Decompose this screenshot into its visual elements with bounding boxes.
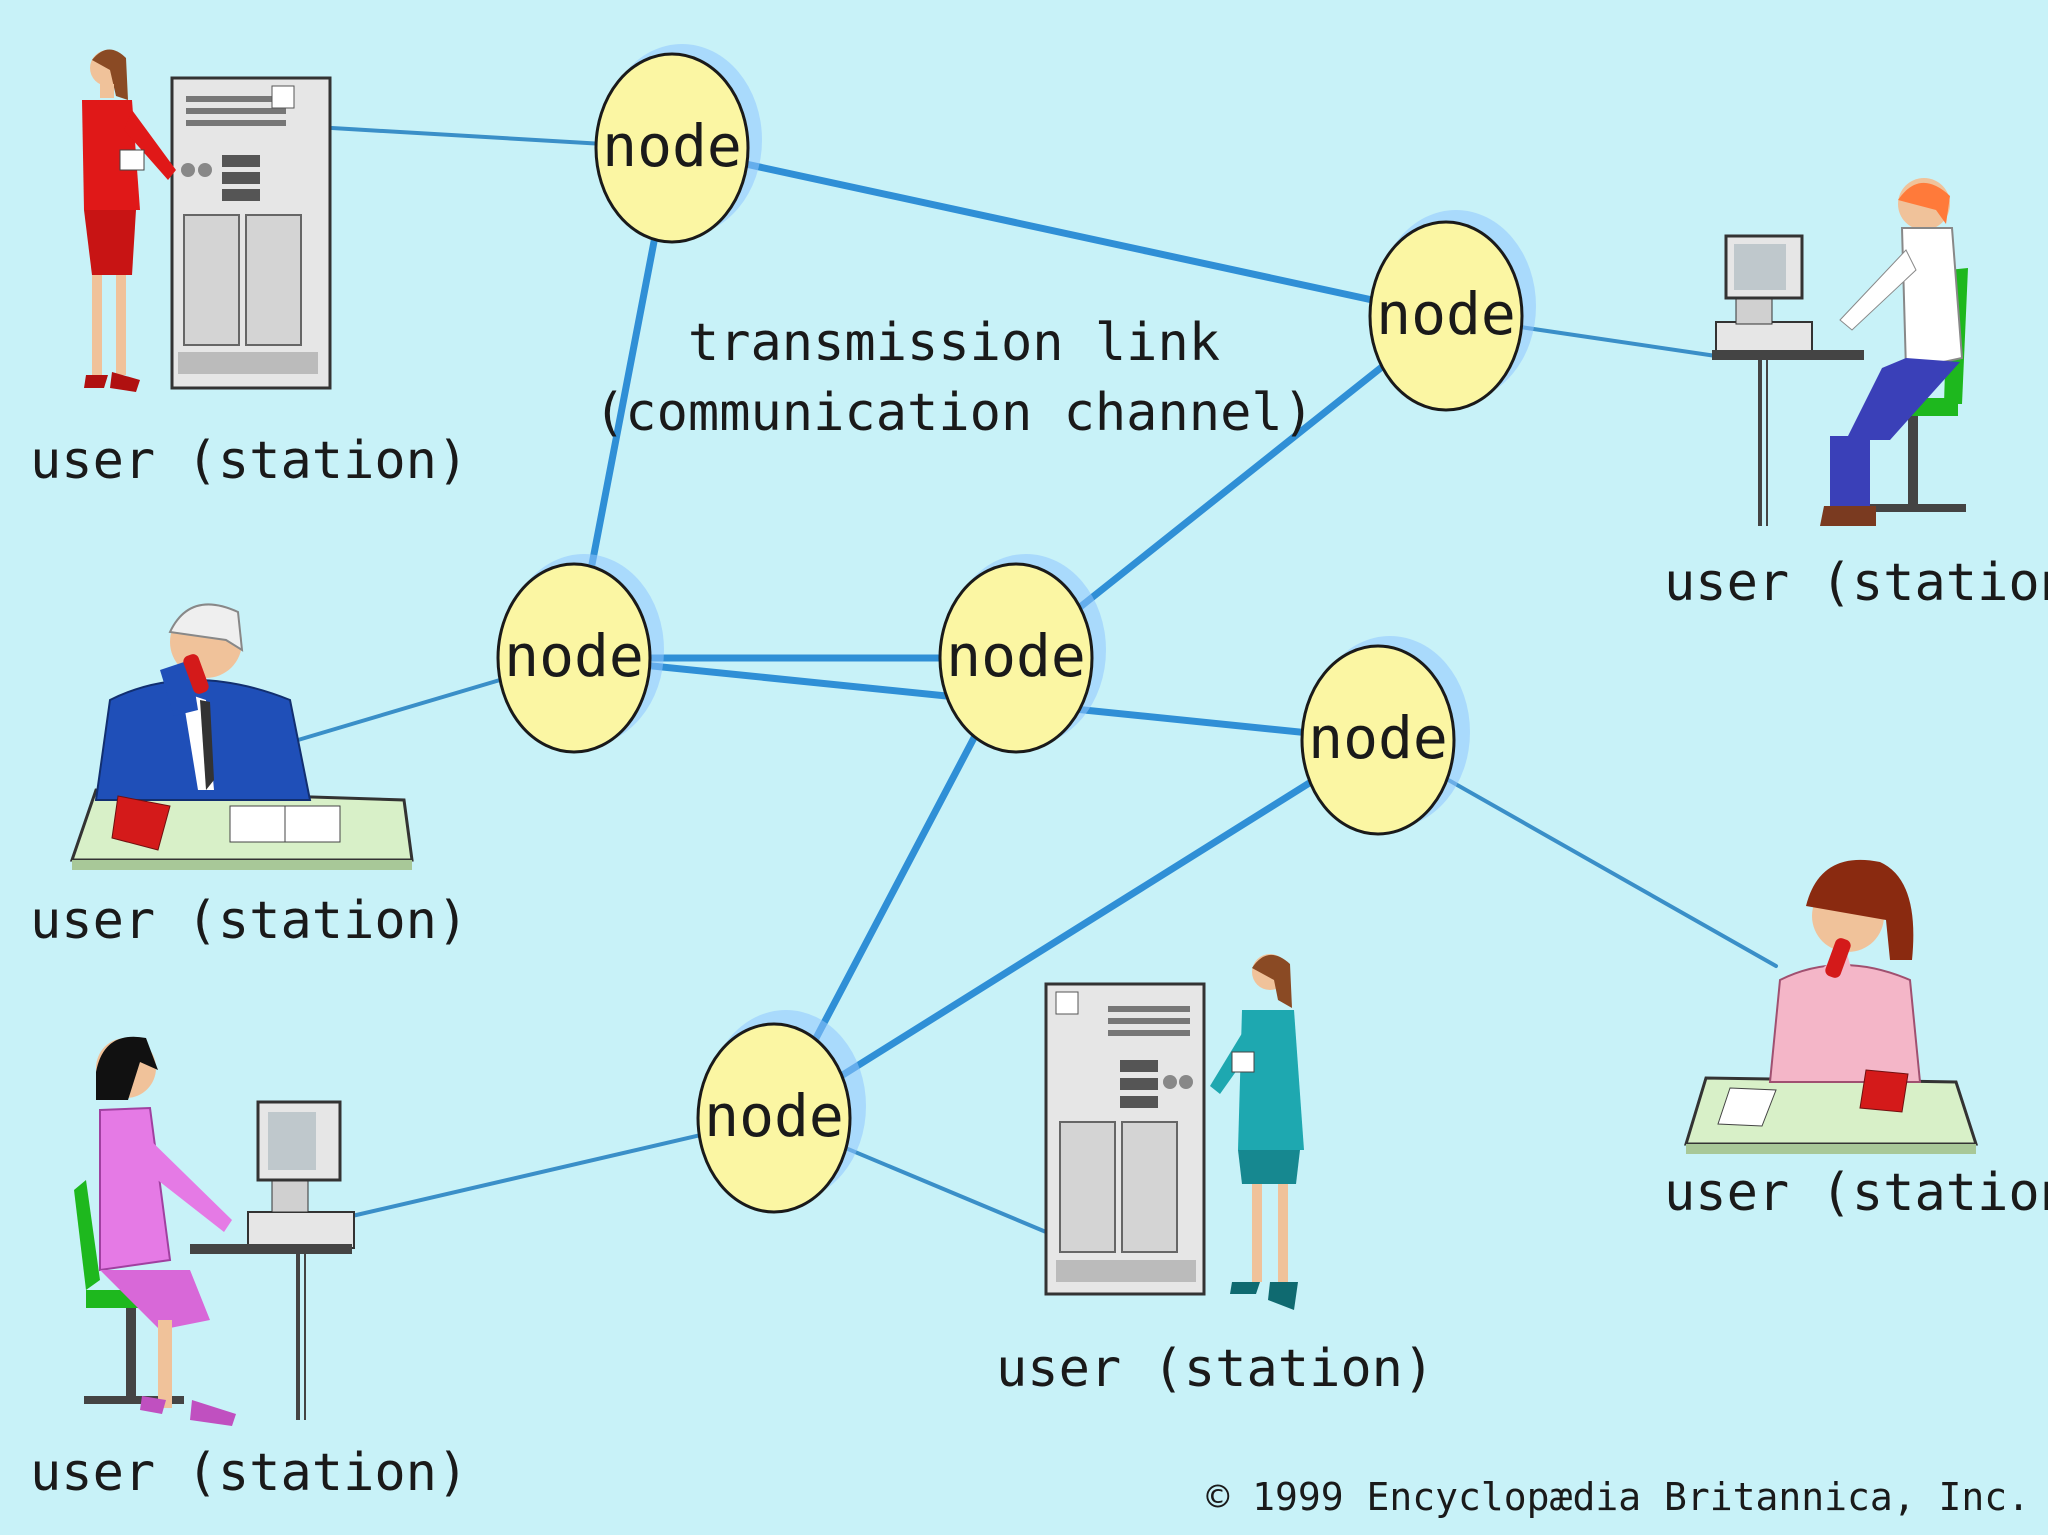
link-label-line1: transmission link xyxy=(688,313,1220,373)
node-circle: node xyxy=(938,554,1106,754)
station-label: user (station) xyxy=(996,1339,1434,1399)
woman-at-computer-desk xyxy=(74,1036,355,1426)
node-circle: node xyxy=(696,1010,866,1214)
node-circle: node xyxy=(594,44,762,244)
node-label: node xyxy=(1376,280,1516,348)
node-label: node xyxy=(504,622,644,690)
station-label: user (station) xyxy=(30,431,468,491)
station-label: user (station) xyxy=(30,891,468,951)
node-circle: node xyxy=(1300,636,1470,836)
woman-on-phone-at-desk xyxy=(1683,859,1979,1154)
server-with-woman-teal-suit xyxy=(1044,954,1304,1310)
transmission-link-n1-n2 xyxy=(668,144,1450,320)
node-circle: node xyxy=(1368,210,1536,412)
node-circle: node xyxy=(496,554,664,754)
station-label: user (station) xyxy=(30,1443,468,1503)
node-label: node xyxy=(602,112,742,180)
man-on-phone-at-desk xyxy=(69,603,414,870)
node-label: node xyxy=(704,1082,844,1150)
node-label: node xyxy=(946,622,1086,690)
transmission-link-n5-n6 xyxy=(770,736,1382,1122)
station-label: user (station) xyxy=(1664,553,2048,613)
woman-red-suit-with-server xyxy=(82,49,332,392)
man-at-computer-desk xyxy=(1712,178,1968,526)
station-label: user (station) xyxy=(1664,1163,2048,1223)
link-label-line2: (communication channel) xyxy=(594,383,1314,443)
copyright-notice: © 1999 Encyclopædia Britannica, Inc. xyxy=(1206,1475,2030,1519)
node-label: node xyxy=(1308,704,1448,772)
